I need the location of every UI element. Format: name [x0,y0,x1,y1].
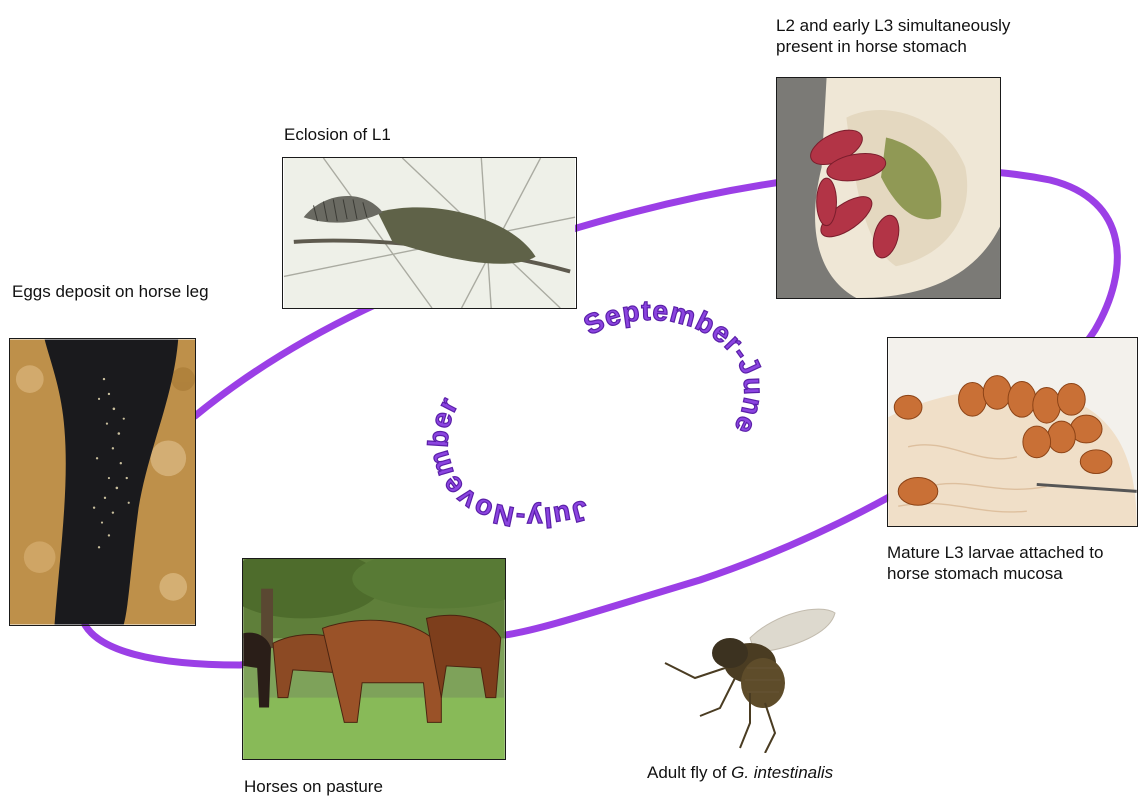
eggs-photo [9,338,196,626]
caption-adult-fly: Adult fly of G. intestinalis [647,762,907,783]
caption-mature-l3: Mature L3 larvae attached to horse stoma… [887,542,1127,584]
caption-eclosion: Eclosion of L1 [284,124,484,145]
season-label-july-november: July-November [422,392,591,534]
caption-adult-fly-species: G. intestinalis [731,763,833,782]
adult-fly-photo [655,598,840,753]
horses-photo [242,558,506,760]
caption-l2-l3: L2 and early L3 simultaneously present i… [776,15,1066,57]
stomach-l2-l3-photo [776,77,1001,299]
caption-adult-fly-prefix: Adult fly of [647,763,726,782]
eclosion-photo [282,157,577,309]
mature-l3-photo [887,337,1138,527]
caption-eggs: Eggs deposit on horse leg [12,281,212,302]
season-label-september-june: September-June [579,295,770,440]
